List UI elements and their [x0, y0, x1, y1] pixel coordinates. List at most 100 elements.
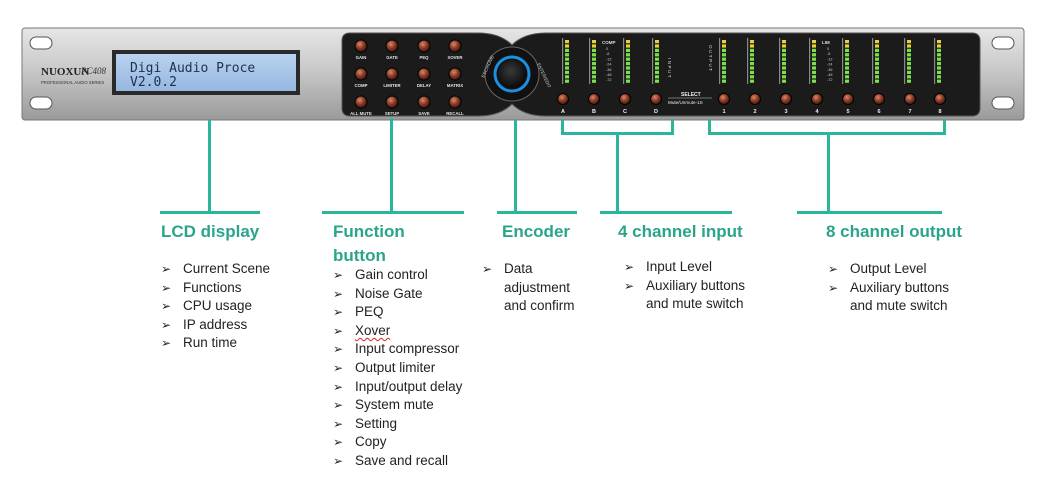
meter-rail	[934, 38, 936, 84]
lcd-display-section: LCD display Current Scene Functions CPU …	[161, 220, 270, 353]
meter-led	[722, 57, 726, 61]
meter-led	[845, 75, 849, 79]
meter-led	[875, 79, 879, 83]
meter-scale-tick: -6	[827, 52, 830, 56]
output-channel-button[interactable]	[811, 93, 823, 105]
meter-scale-tick: 0	[827, 47, 829, 51]
comp-label: COMP	[602, 40, 616, 45]
output-bracket-left	[708, 120, 711, 134]
meter-led	[655, 75, 659, 79]
output-channel-button[interactable]	[780, 93, 792, 105]
meter-led	[592, 57, 596, 61]
list-item-line: and mute switch	[850, 298, 948, 314]
meter-rail	[623, 38, 625, 84]
meter-led	[845, 57, 849, 61]
list-item-line: Auxiliary buttons	[850, 279, 950, 295]
meter-led	[750, 57, 754, 61]
meter-led	[812, 70, 816, 74]
meter-led	[907, 66, 911, 70]
output-channel-label: 3	[784, 109, 787, 115]
meter-led	[626, 75, 630, 79]
section-title-line-1: Function	[333, 222, 405, 241]
output-underline	[797, 211, 942, 214]
function-button[interactable]	[385, 39, 399, 53]
output-channel-button[interactable]	[904, 93, 916, 105]
section-title: 4 channel input	[618, 222, 743, 241]
bullet-list: Input Level Auxiliary buttons and mute s…	[624, 258, 745, 314]
meter-led	[907, 62, 911, 66]
meter-led	[812, 40, 816, 44]
input-section: 4 channel input Input Level Auxiliary bu…	[618, 220, 745, 314]
function-button-label: RECALL	[446, 111, 464, 116]
meter-led	[655, 57, 659, 61]
function-button[interactable]	[385, 67, 399, 81]
list-item: Gain control	[333, 266, 462, 285]
bullet-list: Data adjustment and confirm	[482, 260, 575, 316]
input-channel-button[interactable]	[650, 93, 662, 105]
meter-rail	[809, 38, 811, 84]
encoder-knob[interactable]	[498, 60, 526, 88]
output-channel-button[interactable]	[842, 93, 854, 105]
encoder-connector	[514, 120, 517, 212]
function-underline	[322, 211, 464, 214]
meter-led	[655, 62, 659, 66]
meter-led	[655, 79, 659, 83]
output-connector	[827, 133, 830, 212]
meter-led	[592, 44, 596, 48]
output-channel-button[interactable]	[749, 93, 761, 105]
lcd-underline	[160, 211, 260, 214]
function-button[interactable]	[448, 95, 462, 109]
meter-rail	[719, 38, 721, 84]
output-channel-label: 1	[722, 109, 725, 115]
encoder-section: Encoder Data adjustment and confirm	[482, 220, 575, 316]
list-item: Functions	[161, 279, 270, 298]
output-channel-button[interactable]	[718, 93, 730, 105]
meter-led	[592, 62, 596, 66]
lcd-line-2: V2.0.2	[130, 75, 177, 90]
section-title-line-2: button	[333, 246, 386, 265]
meter-led	[750, 53, 754, 57]
input-channel-button[interactable]	[588, 93, 600, 105]
meter-led	[812, 62, 816, 66]
function-button[interactable]	[354, 67, 368, 81]
function-button[interactable]	[417, 39, 431, 53]
list-item-line: and confirm	[504, 298, 575, 314]
meter-led	[782, 48, 786, 52]
function-button[interactable]	[417, 67, 431, 81]
rack-slot	[991, 96, 1015, 110]
lcd-screen	[116, 54, 296, 91]
function-button[interactable]	[385, 95, 399, 109]
input-channel-button[interactable]	[619, 93, 631, 105]
meter-led	[875, 66, 879, 70]
list-item-line: and mute switch	[646, 296, 744, 312]
function-button[interactable]	[448, 67, 462, 81]
meter-led	[626, 57, 630, 61]
input-channel-button[interactable]	[557, 93, 569, 105]
rack-slot	[29, 96, 53, 110]
list-item: IP address	[161, 316, 270, 335]
function-button[interactable]	[354, 39, 368, 53]
meter-scale-tick: -12	[827, 57, 833, 61]
meter-scale-tick: -36	[827, 68, 833, 72]
meter-led	[626, 40, 630, 44]
list-item: CPU usage	[161, 297, 270, 316]
function-button[interactable]	[417, 95, 431, 109]
output-channel-button[interactable]	[934, 93, 946, 105]
list-item: Setting	[333, 415, 462, 434]
meter-led	[592, 53, 596, 57]
meter-led	[655, 40, 659, 44]
meter-led	[626, 48, 630, 52]
output-channel-button[interactable]	[873, 93, 885, 105]
list-item: Auxiliary buttons and mute switch	[828, 279, 962, 316]
list-item: Output Level	[828, 260, 962, 279]
lcd-line-1: Digi Audio Proce	[130, 61, 255, 76]
meter-led	[937, 79, 941, 83]
meter-led	[782, 57, 786, 61]
meter-led	[812, 44, 816, 48]
output-meter-scale: 0-6-12-24-36-48-72	[827, 47, 833, 82]
meter-led	[626, 53, 630, 57]
meter-led	[750, 48, 754, 52]
function-button[interactable]	[354, 95, 368, 109]
function-button[interactable]	[448, 39, 462, 53]
